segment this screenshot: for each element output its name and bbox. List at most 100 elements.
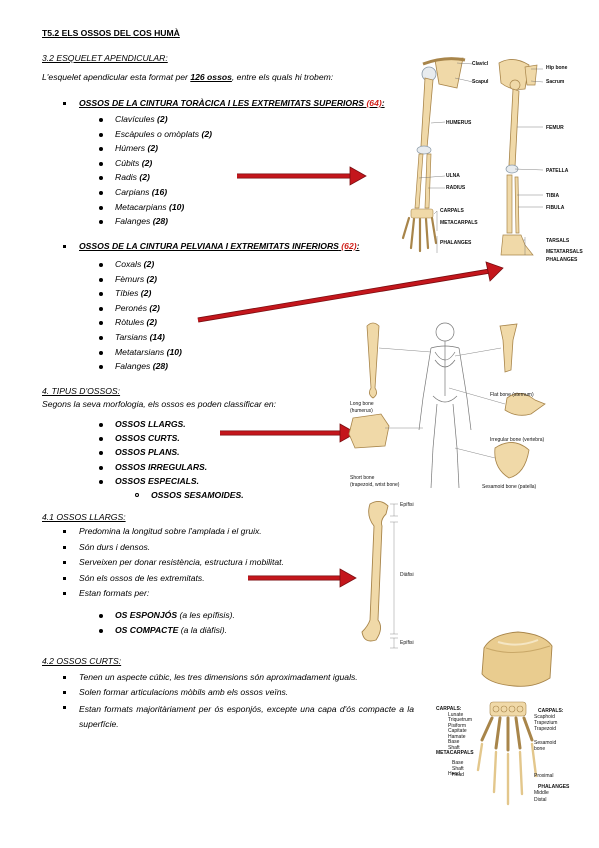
hand-skeleton-illustration (476, 701, 538, 806)
long-bone-item: Són durs i densos. (79, 541, 151, 552)
bone-type-label: Sesamoid bone (patella) (482, 484, 537, 490)
round-bullet (99, 147, 103, 152)
round-bullet (99, 614, 103, 618)
bone-count: (2) (146, 317, 158, 328)
section-heading-long: 4.1 OSSOS LLARGS: (42, 512, 126, 522)
leg-label: TARSALS (546, 238, 570, 244)
femur-label: Diàfisi (400, 572, 414, 578)
leg-label: FIBULA (546, 205, 565, 211)
long-bone-subitem: OS COMPACTE (a la diàfisi). (115, 625, 228, 635)
round-bullet (99, 451, 103, 456)
hand-label: CARPALS: (436, 706, 462, 712)
bone-count: (16) (151, 187, 168, 197)
bone-type-label: (humerus) (350, 408, 373, 414)
bone-name: Clavícules (115, 114, 155, 124)
square-bullet (63, 706, 66, 709)
long-bone-item: Són els ossos de les extremitats. (79, 572, 205, 583)
bone-item: Tíbies (2) (115, 288, 151, 299)
arm-label: RADIUS (446, 185, 466, 191)
hand-label: bone (534, 746, 546, 752)
long-bone-item: Predomina la longitud sobre l'amplada i … (79, 526, 262, 536)
round-bullet (99, 479, 103, 484)
bone-type-item: OSSOS PLANS. (115, 447, 180, 458)
round-bullet (99, 277, 103, 282)
bone-count: (2) (143, 259, 155, 269)
leg-label: TIBIA (546, 193, 560, 199)
bone-name: Ròtules (115, 317, 145, 328)
section-heading-short: 4.2 OSSOS CURTS: (42, 656, 122, 666)
round-bullet (99, 321, 103, 326)
round-bullet (99, 292, 103, 297)
bone-item: Cúbits (2) (115, 158, 152, 169)
section-heading-types: 4. TIPUS D'OSSOS: (42, 386, 121, 396)
round-bullet (99, 465, 103, 470)
bone-count: (2) (139, 172, 150, 183)
leg-label: Sacrum (546, 79, 565, 85)
femur-illustration (361, 501, 398, 649)
square-bullet (63, 530, 66, 533)
bone-item: Radis (2) (115, 172, 150, 183)
bone-count: (14) (149, 332, 165, 342)
bone-name: Húmers (115, 143, 146, 154)
hand-label: Hamate (448, 734, 466, 740)
arrow-to-leg (197, 261, 504, 323)
bone-count: (10) (166, 346, 182, 357)
bone-type-item: OSSOS ESPECIALS. (115, 475, 200, 486)
round-bullet (99, 161, 103, 166)
hand-label: METACARPALS (436, 750, 474, 756)
square-bullet (63, 676, 66, 679)
bone-count: (2) (149, 302, 160, 313)
leg-label: FEMUR (546, 125, 564, 131)
bone-item: Escàpules o omòplats (2) (115, 129, 212, 140)
bone-count: (2) (146, 273, 158, 284)
circle-bullet (135, 493, 139, 497)
arm-label: Scapul (472, 79, 489, 85)
bone-type-item: OSSOS LLARGS. (115, 419, 186, 429)
bone-item: Falanges (28) (115, 361, 168, 372)
hand-label: Distal (534, 797, 547, 803)
bone-item: Falanges (28) (115, 216, 168, 227)
round-bullet (99, 191, 103, 195)
long-bone-item: Estan formats per: (79, 588, 150, 598)
leg-label: PATELLA (546, 168, 569, 174)
hand-label: Trapezoid (534, 726, 557, 732)
lower-limbs-count: (62) (341, 241, 357, 251)
leg-label: PHALANGES (546, 257, 578, 263)
types-intro: Segons la seva morfologia, els ossos es … (42, 399, 277, 409)
bone-count: (2) (157, 114, 168, 124)
short-bone-item: Tenen un aspecte cúbic, les tres dimensi… (79, 672, 358, 682)
bone-count: (2) (147, 143, 158, 154)
bone-count: (28) (152, 361, 169, 372)
hand-label: Proximal (534, 773, 554, 779)
square-bullet (63, 592, 66, 595)
bone-item: Clavícules (2) (115, 114, 168, 125)
square-bullet (63, 102, 66, 105)
leg-skeleton-illustration (498, 59, 544, 256)
hand-label: Shaft (448, 745, 460, 751)
femur-label: Epífisi (400, 502, 414, 508)
round-bullet (99, 263, 103, 267)
round-bullet (99, 220, 103, 225)
bone-name: Fèmurs (115, 273, 145, 284)
bone-count: (2) (201, 128, 212, 139)
section-heading-apendicular: 3.2 ESQUELET APENDICULAR: (42, 53, 168, 63)
arm-label: ULNA (446, 173, 460, 179)
round-bullet (99, 437, 103, 442)
square-bullet (63, 245, 66, 248)
arrow-to-femur (248, 568, 357, 588)
bone-item: Metatarsians (10) (115, 347, 182, 358)
bone-type-item: OSSOS IRREGULARS. (115, 461, 208, 472)
square-bullet (63, 561, 66, 564)
hand-label: Shaft (452, 766, 464, 772)
long-bone-subitem: OS ESPONJÓS (a les epífisis). (115, 610, 235, 620)
round-bullet (99, 205, 103, 210)
arm-label: METACARPALS (440, 220, 478, 226)
arrow-to-types (220, 423, 357, 443)
bone-type-label: Irregular bone (vertebra) (490, 437, 545, 443)
hand-label: Scaphoid (534, 714, 555, 720)
bone-item: Metacarpians (10) (115, 202, 184, 213)
hand-label: Trapezium (534, 720, 558, 726)
round-bullet (99, 132, 103, 137)
bone-count: (2) (141, 157, 153, 168)
